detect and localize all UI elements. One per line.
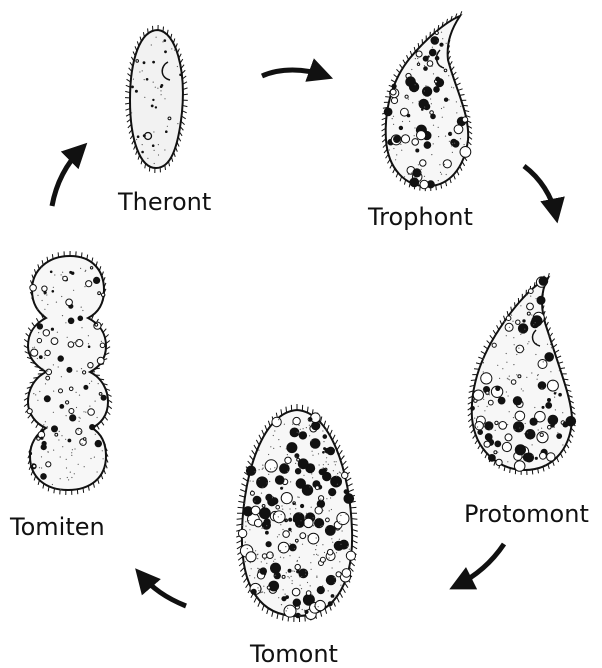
label-tomiten: Tomiten [10, 515, 105, 539]
label-tomont: Tomont [250, 642, 338, 666]
arrow-protomont-to-tomont [456, 544, 504, 586]
arrow-tomiten-to-theront [52, 148, 82, 206]
trophont-cell [382, 11, 473, 191]
label-trophont: Trophont [368, 205, 473, 229]
tomont-cell [236, 404, 357, 622]
label-theront: Theront [118, 190, 211, 214]
theront-cell [125, 25, 188, 173]
label-protomont: Protomont [464, 502, 589, 526]
arrow-trophont-to-protomont [524, 166, 556, 216]
tomiten-chain [24, 251, 112, 495]
protomont-cell [468, 273, 576, 475]
arrow-theront-to-trophont [262, 70, 326, 76]
arrow-tomont-to-tomiten [140, 574, 186, 606]
